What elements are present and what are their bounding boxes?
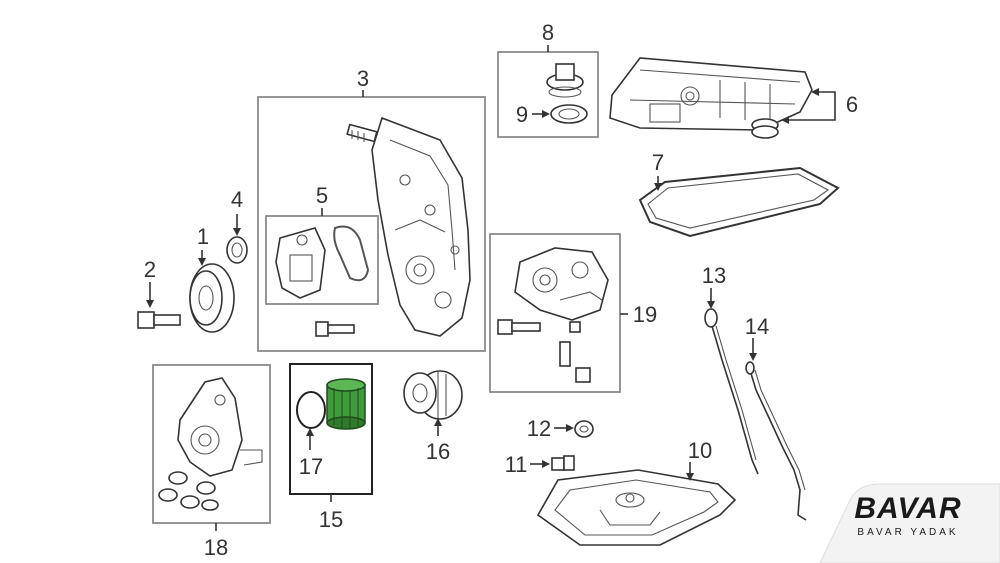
valve-cover xyxy=(609,57,813,131)
cap-gasket xyxy=(550,104,588,124)
logo-subtitle: BAVAR YADAK xyxy=(857,527,959,538)
oil-pump xyxy=(514,247,609,321)
callout-13: 13 xyxy=(702,263,726,288)
pump-dowel xyxy=(559,321,591,383)
callout-17: 17 xyxy=(299,454,323,479)
frame-8 xyxy=(497,51,599,138)
callout-5: 5 xyxy=(316,183,328,208)
group-oil-filter xyxy=(289,363,373,502)
valve-cover-grommet xyxy=(751,118,779,139)
cover-bolt xyxy=(315,321,355,337)
callout-7: 7 xyxy=(652,150,664,175)
logo-wordmark: BAVAR xyxy=(854,492,962,525)
callout-1: 1 xyxy=(197,224,209,249)
drain-plug xyxy=(530,455,575,471)
callout-14: 14 xyxy=(745,314,769,339)
group-18 xyxy=(152,364,271,531)
oil-filter-element xyxy=(326,378,366,430)
oil-dipstick xyxy=(704,288,759,475)
group-oil-cap xyxy=(497,45,599,138)
logo-backdrop xyxy=(819,483,1000,563)
bracket-gaskets xyxy=(158,471,219,511)
drain-plug-gasket xyxy=(554,420,594,438)
callout-18: 18 xyxy=(204,535,228,560)
pump-gasket xyxy=(333,225,370,282)
idler-pulley xyxy=(403,370,463,436)
filter-o-ring xyxy=(296,391,326,429)
valve-cover-gasket xyxy=(638,166,840,238)
oil-seal xyxy=(226,214,248,264)
callout-9: 9 xyxy=(516,102,528,127)
callout-4: 4 xyxy=(231,187,243,212)
dipstick-guide xyxy=(745,338,807,521)
lead-6 xyxy=(781,88,836,124)
callout-11: 11 xyxy=(505,452,528,477)
callout-12: 12 xyxy=(527,416,551,441)
oil-filter-bracket xyxy=(177,377,263,477)
callout-8: 8 xyxy=(542,20,554,45)
callout-10: 10 xyxy=(688,438,712,463)
timing-cover xyxy=(371,116,471,337)
callout-15: 15 xyxy=(319,507,343,532)
group-timing-cover xyxy=(257,90,486,352)
callout-3: 3 xyxy=(357,66,369,91)
pump-bolt xyxy=(497,319,541,335)
group-oil-pump xyxy=(489,233,628,393)
pulley-bolt xyxy=(137,282,181,329)
crank-pulley xyxy=(189,250,235,333)
callout-2: 2 xyxy=(144,257,156,282)
oil-pan xyxy=(536,462,737,546)
callout-6: 6 xyxy=(846,92,858,117)
callout-19: 19 xyxy=(633,302,657,327)
callout-16: 16 xyxy=(426,439,450,464)
oil-filler-cap xyxy=(546,63,584,98)
water-pump xyxy=(275,227,326,299)
